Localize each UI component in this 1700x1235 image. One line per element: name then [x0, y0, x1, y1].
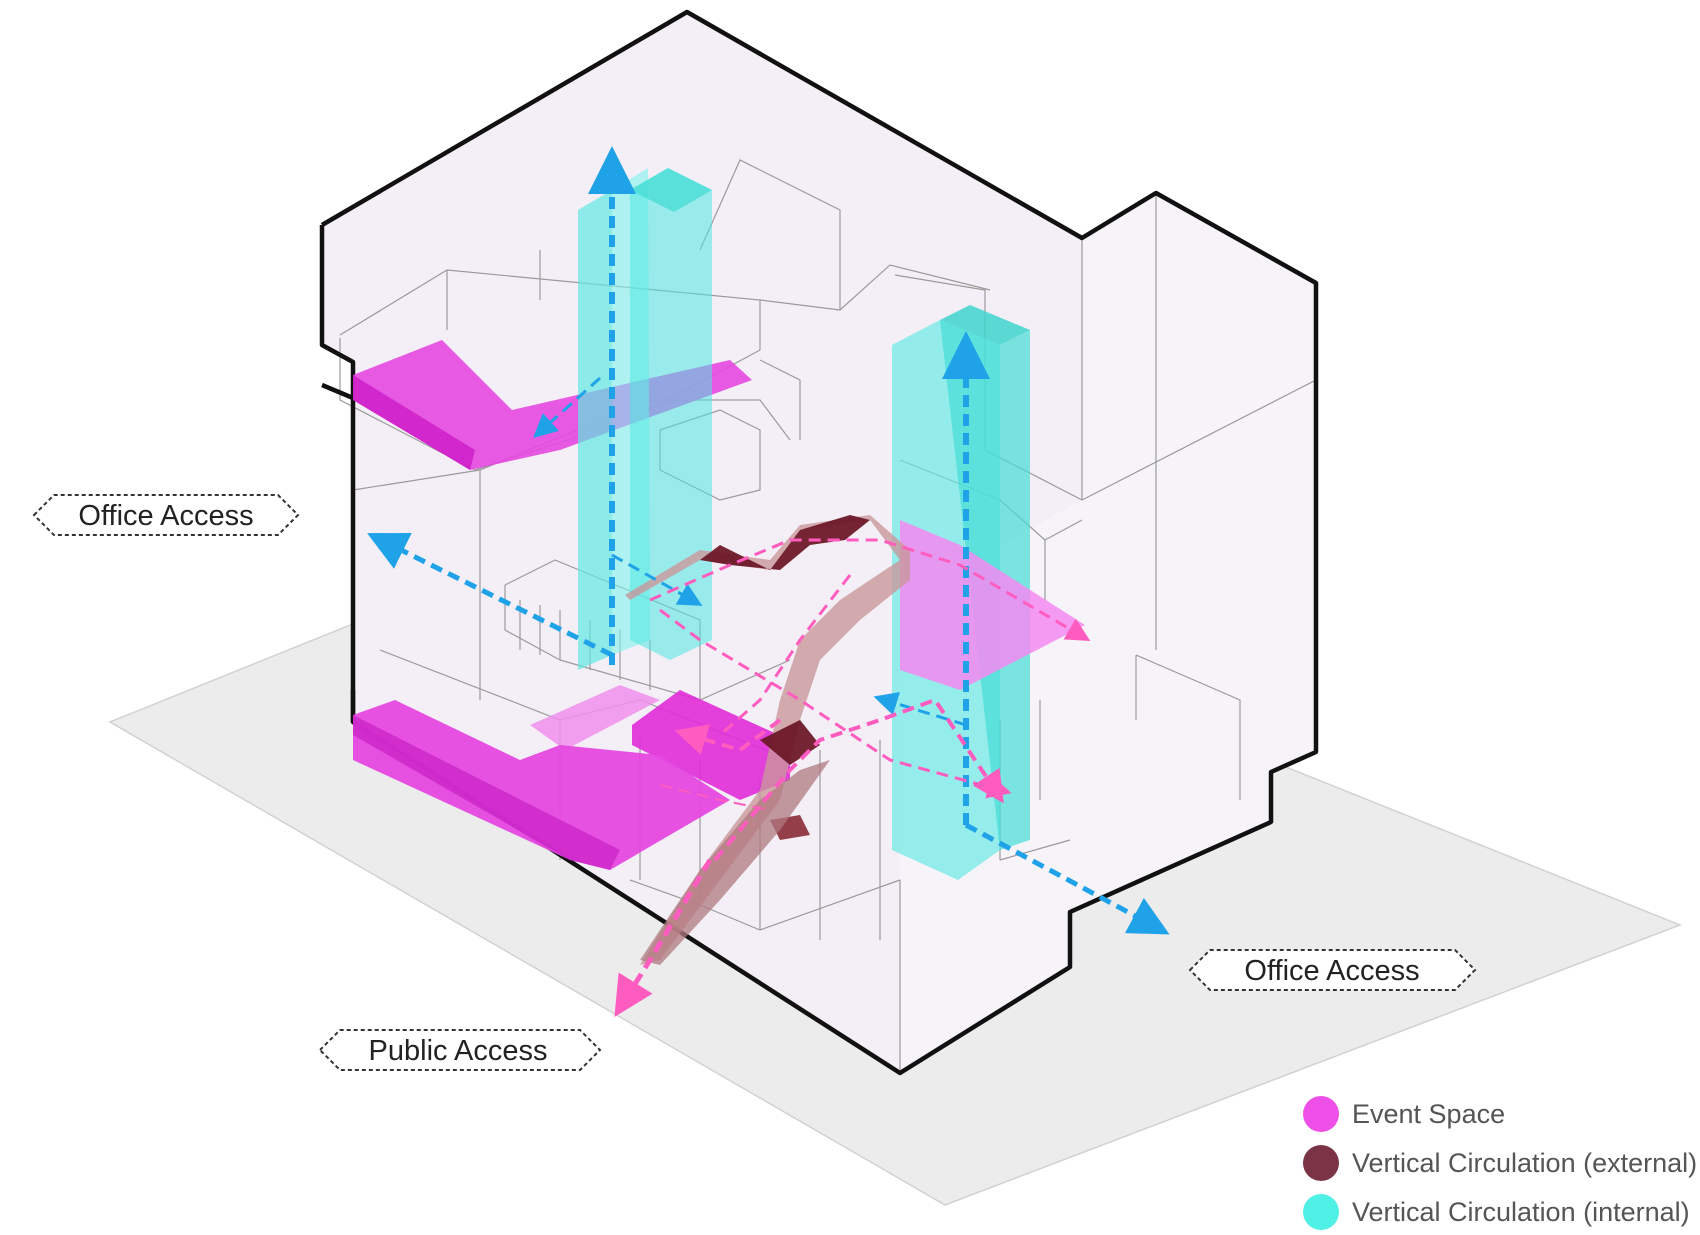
event-space-lower-edge — [353, 715, 620, 870]
internal-core-left-top — [630, 168, 712, 212]
building-right-face — [900, 193, 1316, 1073]
event-space-middle-left — [530, 685, 660, 750]
legend-item-vertical-internal: Vertical Circulation (internal) — [1303, 1194, 1690, 1230]
office-access-right-label: Office Access — [1244, 955, 1419, 987]
legend-item-vertical-external: Vertical Circulation (external) — [1303, 1145, 1697, 1181]
office-access-left-tag: Office Access — [32, 494, 300, 536]
internal-core-right-top — [940, 305, 1030, 345]
public-access-tag: Public Access — [318, 1029, 602, 1071]
event-space-upper-face — [353, 375, 475, 470]
legend-swatch-event-space — [1303, 1096, 1339, 1132]
legend-label-vertical-external: Vertical Circulation (external) — [1352, 1148, 1697, 1178]
legend-swatch-vertical-internal — [1303, 1194, 1339, 1230]
office-arrows — [367, 146, 1170, 935]
office-access-right-tag: Office Access — [1188, 949, 1477, 991]
event-space-lower-center — [632, 690, 790, 800]
event-space-middle-right — [900, 520, 1085, 690]
legend-label-vertical-internal: Vertical Circulation (internal) — [1352, 1197, 1690, 1227]
internal-core-left-c — [630, 168, 712, 660]
public-access-label: Public Access — [369, 1035, 548, 1067]
legend-swatch-vertical-external — [1303, 1145, 1339, 1181]
legend-label-event-space: Event Space — [1352, 1099, 1505, 1129]
public-arrows — [614, 538, 1091, 1017]
legend: Event Space Vertical Circulation (extern… — [1303, 1096, 1697, 1230]
office-access-left-label: Office Access — [78, 500, 253, 532]
event-space-lower — [353, 700, 730, 870]
internal-core-left — [578, 190, 612, 670]
legend-item-event-space: Event Space — [1303, 1096, 1505, 1132]
